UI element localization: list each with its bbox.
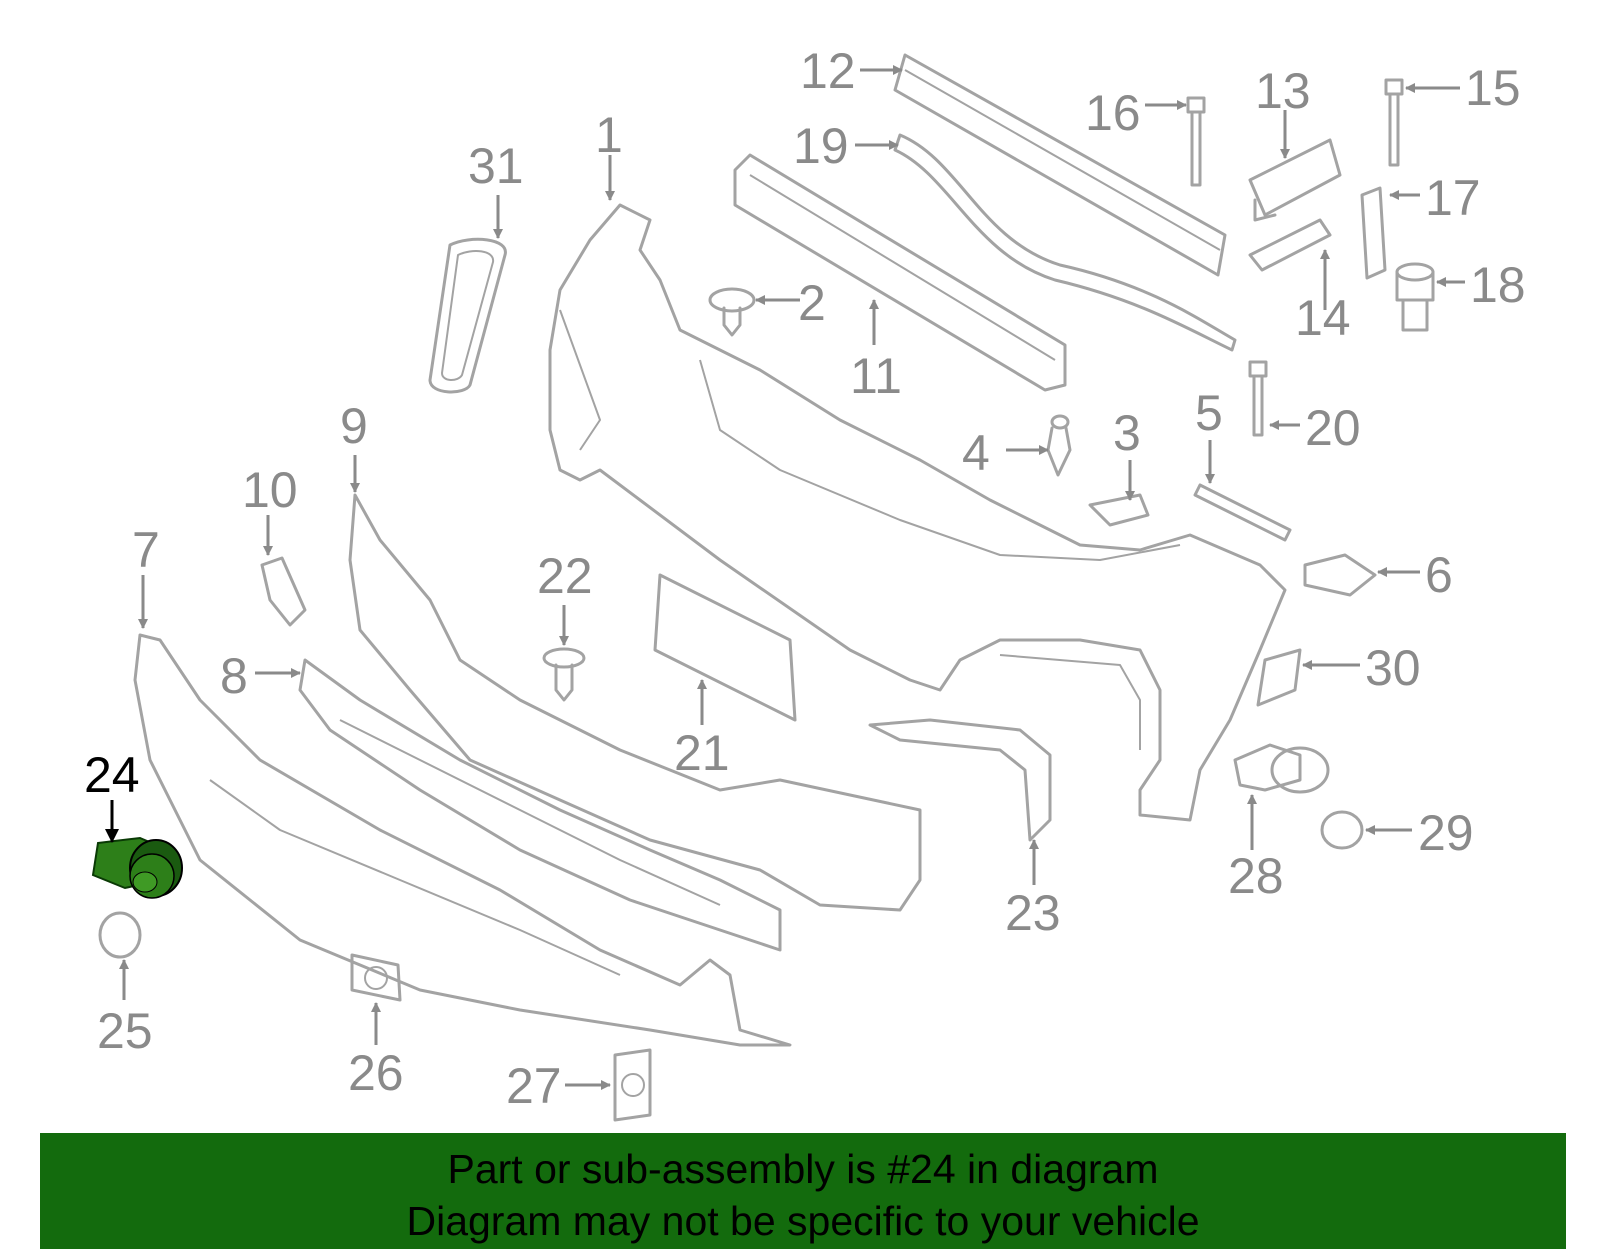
label-5: 5 [1195, 385, 1223, 441]
label-7: 7 [132, 522, 160, 578]
part-15-shape [1384, 78, 1404, 167]
part-20-shape [1248, 360, 1268, 437]
part-6-shape [1303, 553, 1377, 597]
label-2: 2 [798, 275, 826, 331]
part-1-shape [548, 203, 1287, 822]
part-27-shape [613, 1048, 652, 1122]
part-12-shape [893, 53, 1227, 277]
label-24-highlighted[interactable]: 24 [84, 747, 140, 803]
label-17: 17 [1425, 170, 1481, 226]
part-7-shape [133, 633, 792, 1047]
callout-labels: 12 1 31 19 16 13 15 17 14 18 2 11 20 4 3… [84, 43, 1526, 1114]
part-14-shape [1248, 218, 1332, 272]
label-13: 13 [1255, 63, 1311, 119]
part-25-shape [98, 911, 142, 959]
label-28: 28 [1228, 848, 1284, 904]
part-10-shape [260, 556, 307, 627]
parts-diagram: 12 1 31 19 16 13 15 17 14 18 2 11 20 4 3… [84, 43, 1526, 1122]
label-3: 3 [1113, 405, 1141, 461]
part-17-shape [1360, 186, 1387, 280]
label-11: 11 [850, 348, 902, 404]
part-28-shape [1233, 743, 1302, 792]
label-22: 22 [537, 548, 593, 604]
banner-line-1: Part or sub-assembly is #24 in diagram [447, 1146, 1159, 1192]
part-8-shape [298, 658, 782, 952]
label-12: 12 [800, 43, 856, 99]
part-31-shape [428, 237, 507, 394]
info-banner: Part or sub-assembly is #24 in diagram D… [40, 1133, 1566, 1249]
part-19-shape [893, 133, 1237, 352]
part-21-shape [653, 573, 797, 722]
label-10: 10 [242, 462, 298, 518]
label-18: 18 [1470, 257, 1526, 313]
part-22-shape [542, 647, 586, 702]
label-21: 21 [674, 725, 730, 781]
part-29-shape [1270, 746, 1364, 850]
part-16-shape [1186, 96, 1206, 187]
part-9-shape [348, 493, 922, 912]
banner-line-2: Diagram may not be specific to your vehi… [406, 1198, 1200, 1244]
label-4: 4 [962, 425, 990, 481]
label-14: 14 [1295, 290, 1351, 346]
part-2-shape [708, 287, 756, 337]
label-27: 27 [506, 1058, 562, 1114]
label-26: 26 [348, 1045, 404, 1101]
label-19: 19 [793, 118, 849, 174]
label-31: 31 [468, 138, 524, 194]
part-26-shape [350, 953, 402, 1002]
part-4-shape [1046, 414, 1072, 477]
label-29: 29 [1418, 805, 1474, 861]
label-23: 23 [1005, 885, 1061, 941]
label-16: 16 [1085, 85, 1141, 141]
part-3-shape [1088, 493, 1150, 527]
label-30: 30 [1365, 640, 1421, 696]
part-5-shape [1193, 483, 1292, 542]
label-25: 25 [97, 1003, 153, 1059]
part-18-shape [1395, 262, 1435, 332]
label-9: 9 [340, 398, 368, 454]
callout-arrows [105, 65, 1465, 1090]
label-1: 1 [595, 107, 623, 163]
part-30-shape [1256, 648, 1302, 707]
label-6: 6 [1425, 547, 1453, 603]
part-24-highlighted-shape[interactable] [91, 836, 183, 899]
label-20: 20 [1305, 400, 1361, 456]
part-13-shape [1248, 138, 1342, 222]
part-11-shape [733, 153, 1067, 392]
part-23-shape [868, 718, 1052, 842]
label-15: 15 [1465, 60, 1521, 116]
label-8: 8 [220, 648, 248, 704]
